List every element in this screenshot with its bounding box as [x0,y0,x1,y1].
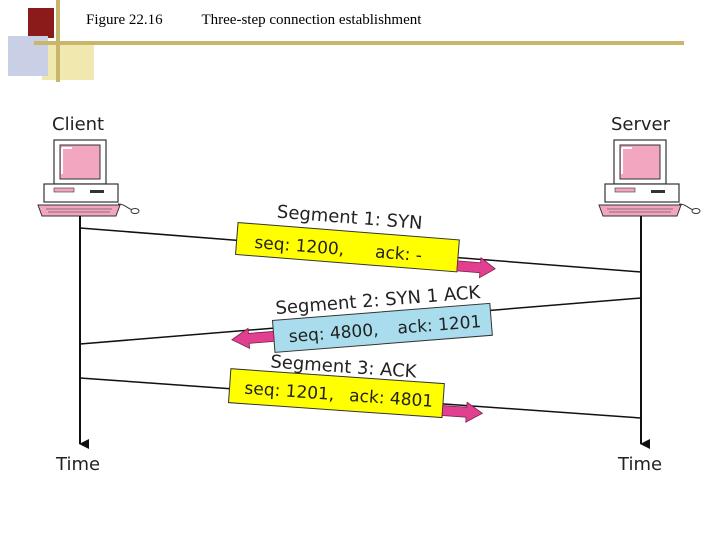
figure-number: Figure 22.16 [86,12,163,28]
client-computer-icon [37,139,140,217]
figure-title: Three-step connection establishment [201,12,422,28]
server-computer-icon [598,139,701,217]
server-label: Server [611,114,671,135]
client-time-label: Time [56,454,101,475]
segment-2: Segment 2: SYN 1 ACK seq: 4800, ack: 120… [231,282,493,353]
corner-gold-block [42,42,94,80]
segment-1-arrow-icon [456,256,496,279]
client-label: Client [52,114,105,135]
segment-3-arrow-icon [441,401,484,423]
segment-3-box [227,368,445,419]
segment-1: Segment 1: SYN seq: 1200, ack: - [234,202,496,279]
figure-caption: Figure 22.16 Three-step connection estab… [86,12,421,29]
segment-2-arrow-icon [231,327,275,350]
segment-1-ack: ack: - [374,242,422,266]
segment-1-box [234,222,460,273]
title-rule [34,41,684,45]
server-time-label: Time [618,454,663,475]
corner-red-block [28,8,54,38]
segment-3: Segment 3: ACK seq: 1201, ack: 4801 [227,351,484,423]
